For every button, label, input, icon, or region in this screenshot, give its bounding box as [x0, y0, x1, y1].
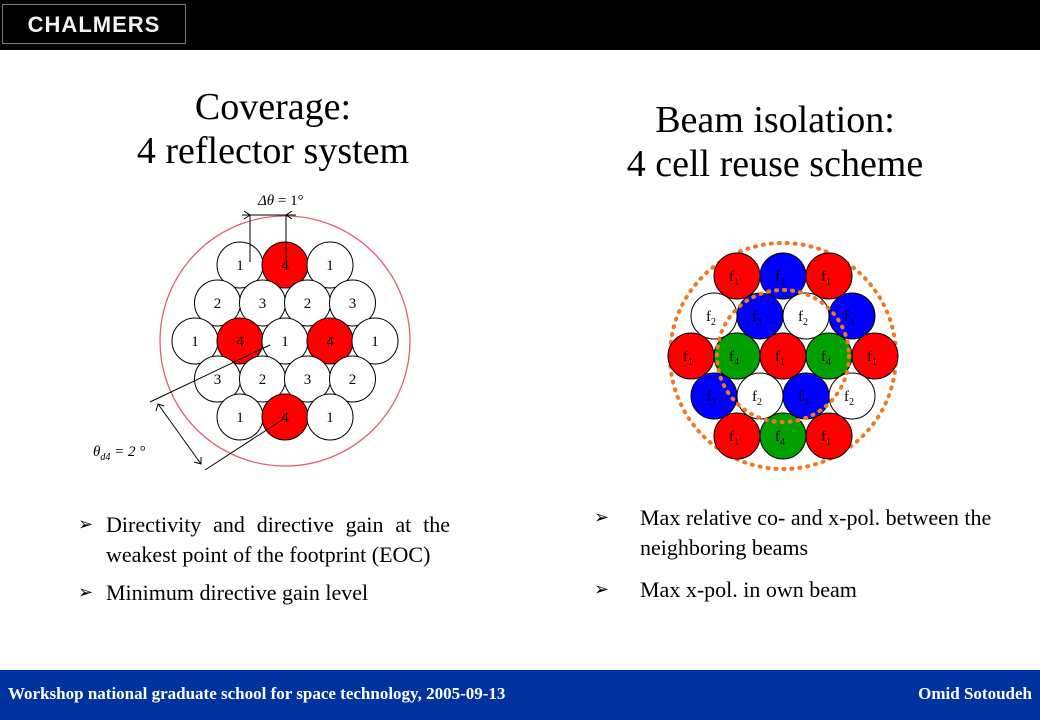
coverage-cell-label: 4: [281, 410, 289, 426]
coverage-cell-label: 1: [281, 334, 289, 350]
isolation-cell-label: f2: [706, 309, 716, 328]
coverage-cell-label: 3: [259, 296, 267, 312]
isolation-bullet-text: Max relative co- and x-pol. between the …: [640, 505, 992, 560]
coverage-bullet-text: Minimum directive gain level: [106, 580, 369, 605]
coverage-cell-label: 4: [326, 334, 334, 350]
isolation-title-line2: 4 cell reuse scheme: [626, 143, 924, 185]
arrow-bullet-icon: ➢: [594, 579, 610, 600]
coverage-cell: [351, 317, 399, 365]
coverage-title-line2: 4 reflector system: [136, 130, 410, 172]
coverage-cell: [306, 241, 354, 289]
coverage-outer-circle: [159, 215, 411, 467]
isolation-cell: [805, 412, 853, 460]
coverage-cell: [329, 279, 376, 327]
isolation-bullet-text: Max x-pol. in own beam: [640, 577, 857, 602]
isolation-bullet-list: ➢ Max relative co- and x-pol. between th…: [594, 503, 994, 613]
isolation-cell-label: f2: [752, 389, 762, 408]
isolation-diagram: f1 f3 f1 f2 f3 f2 f3 f1 f4 f1 f4 f1 f3 f2 f3 f2 f1 f4 f1: [667, 241, 899, 471]
footer-bar: Workshop national graduate school for sp…: [0, 670, 1040, 720]
theta-dimension-line: [157, 403, 202, 465]
isolation-cell-label: f3: [752, 309, 762, 328]
isolation-inner-dotted-circle: [715, 288, 851, 424]
coverage-bullet: ➢ Directivity and directive gain at the …: [78, 510, 450, 570]
isolation-cell-label: f1: [683, 349, 693, 368]
coverage-bullet-list: ➢ Directivity and directive gain at the …: [78, 510, 450, 616]
coverage-cell: [329, 355, 376, 403]
isolation-cell: [782, 292, 830, 340]
top-bar: CHALMERS: [0, 0, 1040, 50]
isolation-cell: [759, 332, 807, 380]
arrow-bullet-icon: ➢: [78, 514, 94, 535]
isolation-cell: [828, 372, 876, 420]
theta-arrow-head: [193, 457, 202, 465]
coverage-cell-label: 1: [326, 410, 334, 426]
arrow-bullet-icon: ➢: [594, 507, 610, 528]
isolation-cell-label: f4: [775, 429, 785, 448]
coverage-cell-label: 3: [304, 372, 312, 388]
isolation-cell-label: f2: [798, 309, 808, 328]
isolation-cell: [713, 252, 761, 300]
isolation-cell-label: f1: [729, 429, 739, 448]
isolation-cell-label: f3: [775, 269, 785, 288]
isolation-cell-label: f1: [821, 269, 831, 288]
coverage-cell-label: 1: [326, 258, 334, 274]
coverage-cell-label: 4: [281, 258, 289, 274]
isolation-cell: [828, 292, 876, 340]
isolation-cell-label: f3: [844, 309, 854, 328]
theta-dimension-line: [149, 344, 271, 403]
coverage-cell-label: 2: [304, 296, 312, 312]
delta-theta-label: Δθ = 1°: [257, 193, 304, 209]
theta-d4-label: θd4 = 2 °: [93, 444, 145, 463]
isolation-cell-label: f3: [798, 389, 808, 408]
coverage-cell-label: 1: [236, 410, 244, 426]
coverage-diagram: 1 4 1 2 3 2 3 1 4 1 4 1 3 2 3 2 1 4 1 Δθ = 1° θd4 = 2 °: [93, 193, 411, 471]
isolation-title-line1: Beam isolation:: [655, 99, 895, 141]
isolation-cell-label: f1: [867, 349, 877, 368]
isolation-cell-label: f2: [844, 389, 854, 408]
isolation-title: Beam isolation: 4 cell reuse scheme: [590, 98, 960, 186]
chalmers-logo: CHALMERS: [2, 4, 186, 44]
footer-author: Omid Sotoudeh: [918, 684, 1032, 703]
coverage-cell-label: 4: [236, 334, 244, 350]
isolation-cell-label: f1: [729, 269, 739, 288]
theta-dimension-line: [204, 419, 283, 471]
isolation-cell: [736, 292, 784, 340]
delta-arrow-head: [243, 210, 251, 220]
coverage-cell-label: 3: [349, 296, 357, 312]
isolation-cell-label: f3: [706, 389, 716, 408]
isolation-cell: [805, 252, 853, 300]
isolation-cell: [736, 372, 784, 420]
footer-event: Workshop national graduate school for sp…: [8, 684, 506, 703]
coverage-bullet: ➢ Minimum directive gain level: [78, 578, 450, 608]
isolation-cell-label: f1: [821, 429, 831, 448]
coverage-cell-label: 2: [259, 372, 267, 388]
coverage-cell-label: 1: [236, 258, 244, 274]
coverage-cell-label: 1: [191, 334, 199, 350]
isolation-cell: [690, 372, 738, 420]
coverage-title-line1: Coverage:: [194, 86, 352, 128]
arrow-bullet-icon: ➢: [78, 582, 94, 603]
coverage-cell: [306, 393, 354, 441]
coverage-title: Coverage: 4 reflector system: [118, 85, 428, 173]
isolation-bullet: ➢ Max relative co- and x-pol. between th…: [594, 503, 994, 563]
coverage-cell-label: 3: [214, 372, 222, 388]
coverage-cell-label: 2: [214, 296, 222, 312]
delta-arrow-head: [285, 210, 293, 220]
isolation-cell-label: f4: [729, 349, 739, 368]
coverage-cell-label: 2: [349, 372, 357, 388]
isolation-cell: [851, 332, 899, 380]
coverage-bullet-text: Directivity and directive gain at the we…: [106, 512, 450, 567]
isolation-cell: [782, 372, 830, 420]
isolation-bullet: ➢ Max x-pol. in own beam: [594, 575, 994, 605]
isolation-cell-label: f4: [821, 349, 831, 368]
isolation-cell: [667, 332, 715, 380]
isolation-cell-label: f1: [775, 349, 785, 368]
theta-arrow-head: [155, 403, 165, 412]
coverage-cell-label: 1: [371, 334, 379, 350]
isolation-cell: [713, 412, 761, 460]
